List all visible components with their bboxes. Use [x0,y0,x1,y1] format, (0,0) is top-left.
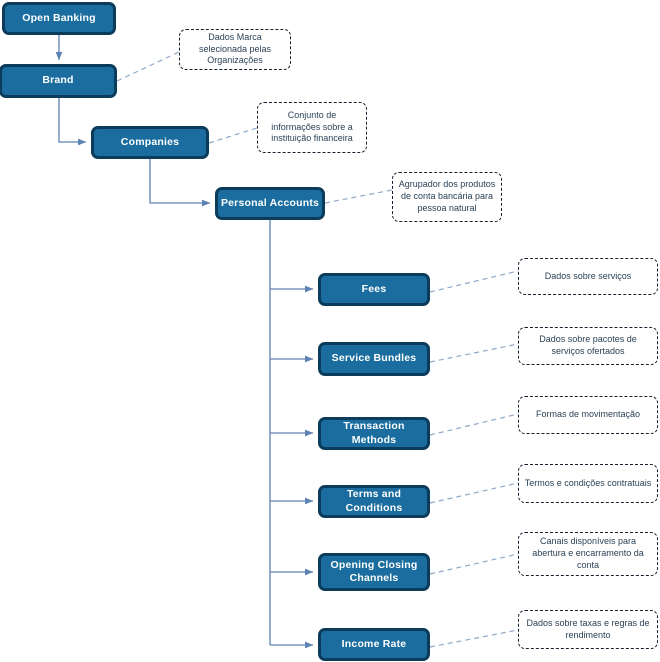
leader-companies-note [208,127,258,144]
edge-companies-to-personal-accounts [149,159,211,207]
leader-opening-closing-note [429,553,519,575]
node-opening-closing-channels[interactable]: Opening Closing Channels [318,553,430,591]
note-fees: Dados sobre serviços [518,258,658,295]
leader-terms-note [429,482,519,504]
note-income-rate: Dados sobre taxas e regras de rendimento [518,610,658,649]
node-service-bundles[interactable]: Service Bundles [318,342,430,376]
node-transaction-methods[interactable]: Transaction Methods [318,417,430,450]
leader-transaction-methods-note [429,413,519,436]
note-terms-and-conditions: Termos e condições contratuais [518,464,658,503]
node-fees[interactable]: Fees [318,273,430,306]
leader-brand-note [116,51,180,82]
leader-income-rate-note [429,629,519,648]
note-service-bundles: Dados sobre pacotes de serviços ofertado… [518,327,658,365]
note-opening-closing-channels: Canais disponíveis para abertura e encar… [518,532,658,576]
node-open-banking[interactable]: Open Banking [2,2,116,35]
node-brand[interactable]: Brand [0,64,117,98]
leader-personal-accounts-note [324,189,393,204]
leader-fees-note [429,270,519,293]
note-personal-accounts: Agrupador dos produtos de conta bancária… [392,172,502,222]
note-companies: Conjunto de informações sobre a institui… [257,102,367,153]
note-transaction-methods: Formas de movimentação [518,396,658,434]
note-brand: Dados Marca selecionada pelas Organizaçõ… [179,29,291,70]
node-companies[interactable]: Companies [91,126,209,159]
leader-service-bundles-note [429,343,519,363]
node-income-rate[interactable]: Income Rate [318,628,430,661]
node-personal-accounts[interactable]: Personal Accounts [215,187,325,220]
edge-brand-to-companies [58,98,87,146]
node-terms-and-conditions[interactable]: Terms and Conditions [318,485,430,518]
